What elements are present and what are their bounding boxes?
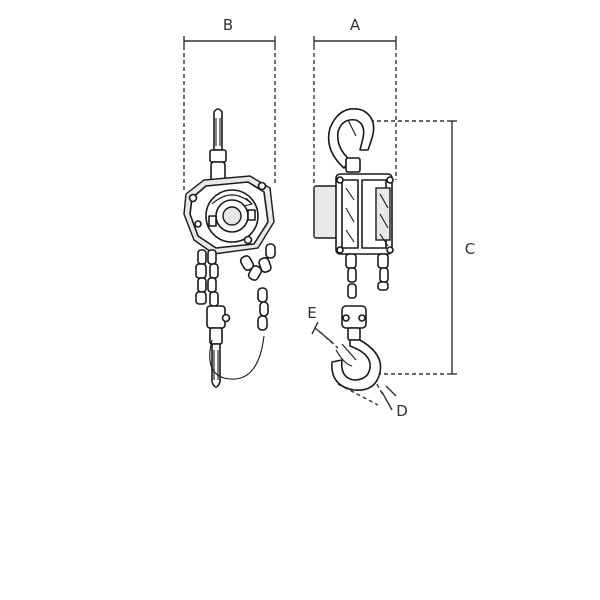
label-a: A <box>350 16 361 34</box>
label-d: D <box>396 402 408 420</box>
side-bottom-block <box>341 305 367 341</box>
dimension-e: E <box>307 304 339 349</box>
side-chains <box>345 253 389 299</box>
side-top-hook <box>327 108 375 173</box>
dimension-c: C <box>370 120 475 375</box>
label-e: E <box>307 304 316 322</box>
dimension-a: A <box>313 16 397 185</box>
label-b: B <box>223 16 233 34</box>
side-hoist-body <box>313 173 394 255</box>
front-hoist-body <box>183 175 275 255</box>
front-hand-chain <box>239 243 276 331</box>
front-view-hoist <box>183 108 276 388</box>
dimension-b: B <box>183 16 276 190</box>
label-c: C <box>465 240 475 258</box>
front-hand-chain-loop <box>209 335 265 380</box>
front-load-chain <box>195 249 219 307</box>
front-top-hook <box>205 108 231 189</box>
side-view-hoist <box>313 108 394 391</box>
front-bottom-block <box>206 305 231 388</box>
side-bottom-hook <box>331 339 382 391</box>
